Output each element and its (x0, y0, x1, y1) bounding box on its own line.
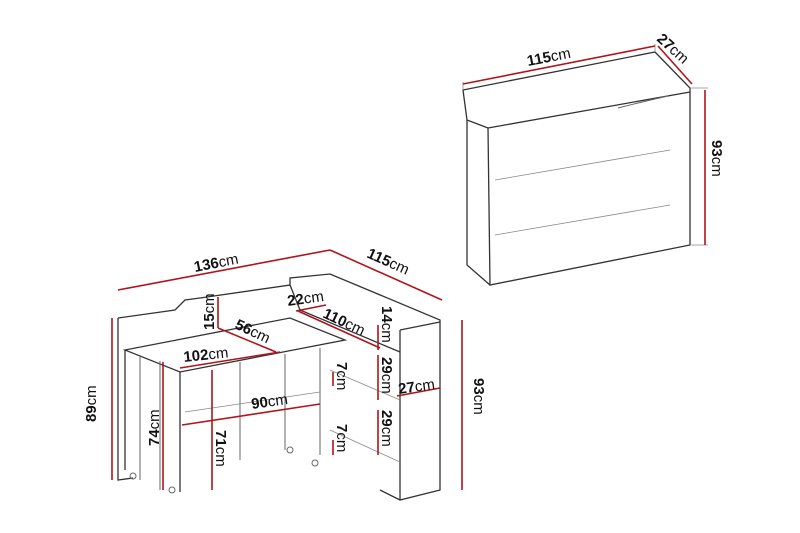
desk-height-label: 89cm (83, 385, 100, 422)
width-label: 115cm (526, 45, 573, 70)
leg-width-line (181, 403, 321, 426)
shelf1-height-label: 29cm (378, 357, 395, 394)
top-width-label: 102cm (183, 344, 230, 366)
cabinet-depth-line (396, 387, 441, 397)
top-width-line (179, 351, 281, 369)
leg-width-label: 90cm (250, 391, 289, 413)
shelf-depth-label: 22cm (286, 288, 325, 310)
upper-gap-label: 14cm (378, 306, 395, 343)
shelf-length-line (297, 310, 381, 349)
top-depth-line (217, 327, 277, 353)
closed-cabinet-dimensions: 115cm 27cm 93cm (462, 30, 725, 245)
side-shelf1-label: 7cm (333, 362, 350, 390)
depth-line (657, 45, 693, 85)
top-height-label: 74cm (146, 409, 163, 446)
open-desk-dimensions: 136cm 115cm 89cm 93cm 15cm 56cm 22cm 110… (83, 245, 487, 490)
clearance-label: 71cm (212, 430, 229, 467)
cabinet-height-label: 93cm (470, 378, 487, 415)
width-line (462, 45, 656, 85)
side-length-label: 115cm (364, 245, 411, 279)
shelf-length-label: 110cm (320, 305, 367, 339)
shelf-depth-line (295, 304, 327, 312)
open-desk-drawing (117, 273, 441, 501)
side-shelf2-label: 7cm (333, 424, 350, 452)
side-length-line (329, 249, 443, 301)
total-width-label: 136cm (193, 251, 240, 276)
cabinet-depth-label: 27cm (397, 376, 436, 398)
height-label: 93cm (708, 140, 725, 177)
top-depth-label: 56cm (232, 316, 272, 347)
total-width-line (117, 249, 331, 291)
shelf2-height-label: 29cm (378, 410, 395, 447)
back-height-label: 15cm (201, 293, 218, 330)
closed-cabinet-drawing (462, 44, 708, 286)
